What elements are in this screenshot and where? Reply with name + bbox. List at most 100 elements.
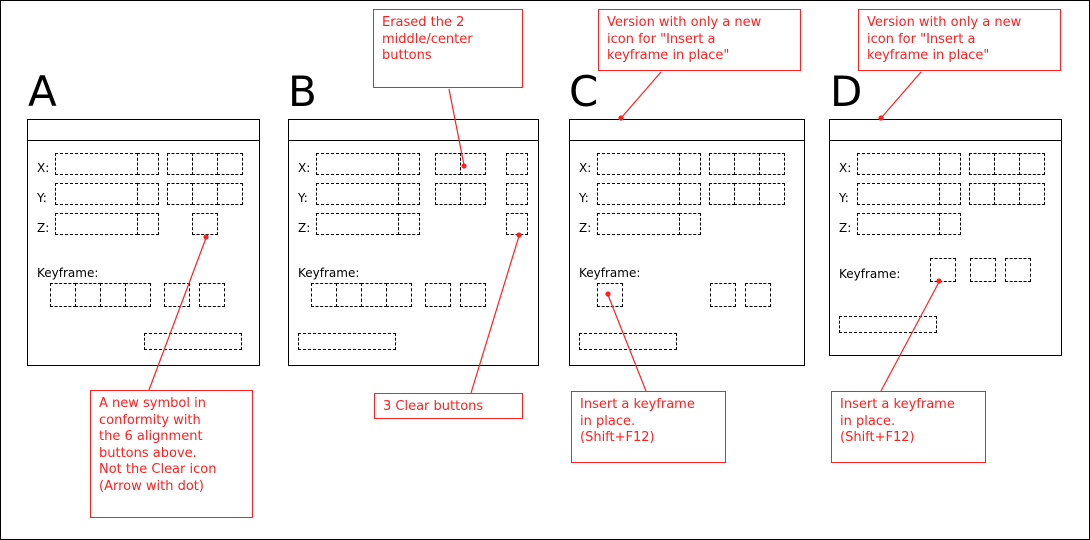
axis-label-z-b: Z: bbox=[298, 221, 311, 235]
axis-lock-button-x-b[interactable] bbox=[398, 153, 420, 175]
keyframe-button-a-6[interactable] bbox=[199, 283, 225, 307]
mock-window-d: X: Y: Z: Keyframe: bbox=[829, 119, 1062, 356]
align-button-b-r1c2[interactable] bbox=[460, 153, 486, 175]
axis-label-z-d: Z: bbox=[839, 221, 852, 235]
keyframe-button-d-2[interactable] bbox=[970, 258, 996, 282]
axis-field-y-d[interactable] bbox=[857, 183, 940, 205]
titlebar-d bbox=[830, 120, 1061, 141]
keyframe-button-a-3[interactable] bbox=[100, 283, 126, 307]
align-button-a-r1c1[interactable] bbox=[167, 153, 193, 175]
axis-field-x-a[interactable] bbox=[55, 153, 138, 175]
axis-field-z-a[interactable] bbox=[55, 213, 138, 235]
callout-erased-middle-buttons: Erased the 2 middle/center buttons bbox=[373, 9, 523, 88]
callout-new-icon-c: Version with only a new icon for "Insert… bbox=[598, 9, 801, 71]
align-button-d-r2c3[interactable] bbox=[1019, 183, 1045, 205]
align-button-d-r1c1[interactable] bbox=[969, 153, 995, 175]
align-button-a-r1c3[interactable] bbox=[217, 153, 243, 175]
keyframe-label-b: Keyframe: bbox=[298, 266, 360, 280]
bottom-bar-b[interactable] bbox=[298, 333, 396, 350]
align-button-b-r1c1[interactable] bbox=[435, 153, 461, 175]
callout-new-symbol-note: A new symbol in conformity with the 6 al… bbox=[90, 390, 253, 518]
axis-lock-button-y-c[interactable] bbox=[679, 183, 701, 205]
align-button-c-r1c3[interactable] bbox=[759, 153, 785, 175]
align-button-b-r2c2[interactable] bbox=[460, 183, 486, 205]
axis-field-z-d[interactable] bbox=[857, 213, 940, 235]
keyframe-label-c: Keyframe: bbox=[579, 266, 641, 280]
bottom-bar-c[interactable] bbox=[579, 333, 677, 350]
clear-button-b-3[interactable] bbox=[506, 213, 528, 235]
axis-lock-button-z-d[interactable] bbox=[939, 213, 961, 235]
align-button-c-r1c2[interactable] bbox=[734, 153, 760, 175]
keyframe-button-c-2[interactable] bbox=[710, 283, 736, 307]
clear-button-b-2[interactable] bbox=[506, 183, 528, 205]
axis-lock-button-y-b[interactable] bbox=[398, 183, 420, 205]
align-button-c-r2c1[interactable] bbox=[709, 183, 735, 205]
keyframe-button-a-2[interactable] bbox=[75, 283, 101, 307]
titlebar-b bbox=[289, 120, 538, 141]
keyframe-button-a-1[interactable] bbox=[50, 283, 76, 307]
keyframe-label-a: Keyframe: bbox=[37, 266, 99, 280]
axis-label-x-a: X: bbox=[37, 161, 50, 175]
axis-label-x-d: X: bbox=[839, 161, 852, 175]
axis-lock-button-x-a[interactable] bbox=[137, 153, 159, 175]
align-button-b-r2c1[interactable] bbox=[435, 183, 461, 205]
axis-lock-button-z-c[interactable] bbox=[679, 213, 701, 235]
keyframe-button-b-3[interactable] bbox=[361, 283, 387, 307]
align-button-d-r1c3[interactable] bbox=[1019, 153, 1045, 175]
axis-lock-button-y-d[interactable] bbox=[939, 183, 961, 205]
panel-letter-d: D bbox=[830, 67, 863, 116]
align-button-a-r2c2[interactable] bbox=[192, 183, 218, 205]
axis-field-x-d[interactable] bbox=[857, 153, 940, 175]
axis-field-y-c[interactable] bbox=[597, 183, 680, 205]
keyframe-button-d-3[interactable] bbox=[1005, 258, 1031, 282]
align-button-c-r1c1[interactable] bbox=[709, 153, 735, 175]
keyframe-button-a-5[interactable] bbox=[164, 283, 190, 307]
axis-label-y-d: Y: bbox=[839, 191, 849, 205]
axis-field-y-a[interactable] bbox=[55, 183, 138, 205]
panel-letter-c: C bbox=[569, 67, 599, 116]
keyframe-label-d: Keyframe: bbox=[839, 267, 901, 281]
axis-lock-button-x-d[interactable] bbox=[939, 153, 961, 175]
axis-lock-button-y-a[interactable] bbox=[137, 183, 159, 205]
keyframe-button-b-6[interactable] bbox=[460, 283, 486, 307]
keyframe-button-b-4[interactable] bbox=[386, 283, 412, 307]
axis-field-x-b[interactable] bbox=[316, 153, 399, 175]
callout-insert-keyframe-d: Insert a keyframe in place. (Shift+F12) bbox=[831, 391, 986, 463]
new-symbol-button-a[interactable] bbox=[192, 213, 218, 235]
align-button-d-r2c1[interactable] bbox=[969, 183, 995, 205]
keyframe-button-b-2[interactable] bbox=[336, 283, 362, 307]
axis-lock-button-z-a[interactable] bbox=[137, 213, 159, 235]
keyframe-button-b-1[interactable] bbox=[311, 283, 337, 307]
insert-keyframe-in-place-button-c[interactable] bbox=[597, 283, 623, 307]
axis-label-x-b: X: bbox=[298, 161, 311, 175]
axis-label-y-a: Y: bbox=[37, 191, 47, 205]
keyframe-button-a-4[interactable] bbox=[125, 283, 151, 307]
mock-window-c: X: Y: Z: Keyframe: bbox=[569, 119, 805, 366]
callout-new-icon-d: Version with only a new icon for "Insert… bbox=[858, 9, 1061, 71]
panel-letter-b: B bbox=[288, 67, 317, 116]
callout-three-clear-buttons: 3 Clear buttons bbox=[374, 393, 523, 419]
align-button-a-r2c3[interactable] bbox=[217, 183, 243, 205]
clear-button-b-1[interactable] bbox=[506, 153, 528, 175]
axis-lock-button-x-c[interactable] bbox=[679, 153, 701, 175]
axis-label-z-c: Z: bbox=[579, 221, 592, 235]
align-button-d-r2c2[interactable] bbox=[994, 183, 1020, 205]
axis-field-x-c[interactable] bbox=[597, 153, 680, 175]
bottom-bar-d[interactable] bbox=[839, 316, 937, 333]
align-button-a-r1c2[interactable] bbox=[192, 153, 218, 175]
axis-field-z-c[interactable] bbox=[597, 213, 680, 235]
axis-field-y-b[interactable] bbox=[316, 183, 399, 205]
align-button-c-r2c2[interactable] bbox=[734, 183, 760, 205]
insert-keyframe-in-place-button-d[interactable] bbox=[930, 258, 956, 282]
axis-label-y-c: Y: bbox=[579, 191, 589, 205]
align-button-c-r2c3[interactable] bbox=[759, 183, 785, 205]
keyframe-button-c-3[interactable] bbox=[745, 283, 771, 307]
align-button-d-r1c2[interactable] bbox=[994, 153, 1020, 175]
keyframe-button-b-5[interactable] bbox=[425, 283, 451, 307]
axis-field-z-b[interactable] bbox=[316, 213, 399, 235]
axis-label-y-b: Y: bbox=[298, 191, 308, 205]
axis-lock-button-z-b[interactable] bbox=[398, 213, 420, 235]
align-button-a-r2c1[interactable] bbox=[167, 183, 193, 205]
bottom-bar-a[interactable] bbox=[144, 333, 242, 350]
